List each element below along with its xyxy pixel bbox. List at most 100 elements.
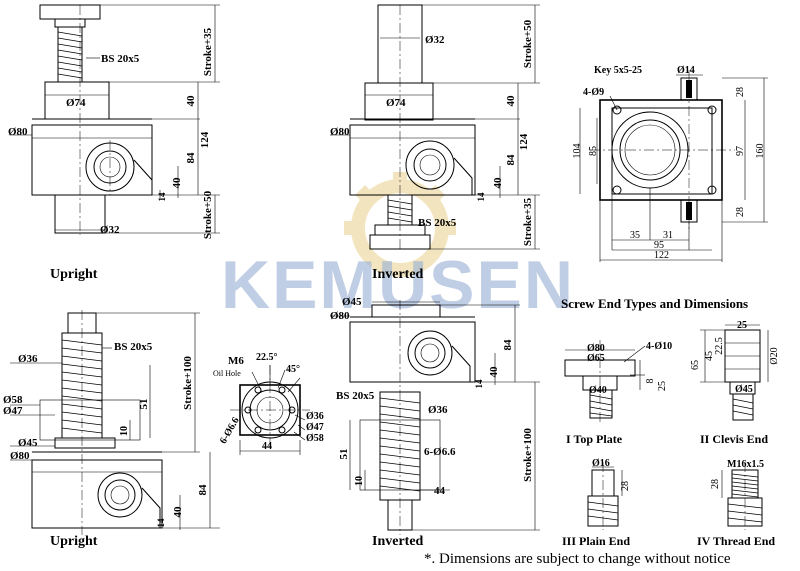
dim-40: 40	[488, 366, 500, 378]
clevis-end: 25 22.5 45 65 Ø20 Ø45 II Clevis End	[690, 320, 780, 446]
view-label: Inverted	[372, 267, 424, 282]
dim-45: 45	[704, 351, 715, 361]
dim-d45: Ø45	[342, 296, 362, 308]
dim-51: 51	[138, 399, 150, 410]
dim-28: 28	[735, 87, 746, 97]
dim-stroke: Stroke+50	[522, 19, 534, 68]
section-title: Screw End Types and Dimensions	[561, 296, 748, 311]
dim-40: 40	[171, 177, 183, 189]
dim-d74: Ø74	[386, 97, 406, 109]
upright-top-view: BS 20x5 Ø74 Ø80 Ø32 Stroke+35 Stroke+50 …	[8, 4, 220, 282]
bs-label: BS 20x5	[101, 53, 140, 65]
dim-40: 40	[172, 506, 184, 518]
bs-label: BS 20x5	[336, 390, 375, 402]
dim-35: 35	[630, 230, 640, 241]
dim-160: 160	[755, 144, 766, 159]
plain-end: Ø16 28 III Plain End	[562, 458, 631, 548]
dim-d80: Ø80	[587, 343, 605, 354]
angle-45: 45°	[286, 364, 300, 375]
dim-stroke: Stroke+100	[522, 428, 534, 482]
watermark-text: KEMUSEN	[221, 247, 575, 323]
dim-22-5: 22.5	[714, 337, 725, 355]
disclaimer-note: *. Dimensions are subject to change with…	[424, 551, 731, 567]
dim-85: 85	[588, 146, 599, 156]
screw-thread	[57, 26, 83, 83]
oil-hole-label: Oil Hole	[213, 369, 241, 378]
dim-d45: Ø45	[18, 437, 38, 449]
inverted-top-view: Ø32 Ø74 Ø80 BS 20x5 Stroke+50 Stroke+35 …	[330, 4, 540, 282]
dim-122: 122	[654, 250, 669, 261]
dim-8: 8	[645, 379, 656, 384]
dim-d36: Ø36	[428, 404, 448, 416]
dim-d80: Ø80	[330, 310, 350, 322]
dim-d47: Ø47	[306, 422, 324, 433]
upright-bottom-view: BS 20x5 Ø36 Ø58 Ø47 Ø45 Ø80 51 10 Stroke…	[3, 310, 220, 549]
dim-d80: Ø80	[10, 450, 30, 462]
dim-28: 28	[620, 481, 631, 491]
holes-label: 6-Ø6.6	[424, 446, 456, 458]
dim-95: 95	[654, 240, 664, 251]
dim-d16: Ø16	[592, 458, 610, 469]
dim-124: 124	[518, 133, 530, 150]
end-type-label: II Clevis End	[700, 432, 768, 446]
dim-d74: Ø74	[66, 97, 86, 109]
dim-d36: Ø36	[18, 353, 38, 365]
top-plate: Ø80 Ø65 4-Ø10 8 25 Ø40 I Top Plate	[564, 340, 672, 446]
holes-label: 6-Ø6.6	[218, 416, 242, 446]
dim-stroke: Stroke+35	[522, 197, 534, 246]
dim-14: 14	[156, 518, 166, 528]
dim-m16: M16x1.5	[727, 459, 764, 470]
bs-label: BS 20x5	[114, 341, 153, 353]
dim-d80: Ø80	[8, 126, 28, 138]
dim-stroke: Stroke+100	[182, 356, 194, 410]
bs-label: BS 20x5	[418, 217, 457, 229]
key-label: Key 5x5-25	[594, 65, 642, 76]
angle-22-5: 22.5°	[256, 352, 278, 363]
dim-65: 65	[690, 360, 701, 370]
screw-thread	[589, 389, 613, 419]
dim-31: 31	[663, 230, 673, 241]
dim-d80: Ø80	[330, 126, 350, 138]
dim-25: 25	[657, 381, 668, 391]
dim-d32: Ø32	[100, 224, 120, 236]
flange-view: M6 Oil Hole 22.5° 45° Ø36 Ø47 Ø58 6-Ø6.6…	[213, 352, 324, 455]
dim-97: 97	[735, 146, 746, 156]
dim-84: 84	[502, 339, 514, 351]
dim-40: 40	[505, 95, 517, 107]
dim-d14: Ø14	[677, 65, 695, 76]
dim-stroke: Stroke+50	[202, 190, 214, 239]
dim-44: 44	[434, 485, 446, 497]
dim-14: 14	[474, 379, 484, 389]
screw-thread	[732, 393, 754, 421]
holes-label: 4-Ø9	[583, 87, 604, 98]
end-type-label: III Plain End	[562, 534, 630, 548]
dim-d58: Ø58	[3, 394, 23, 406]
end-type-label: IV Thread End	[697, 534, 775, 548]
dim-d47: Ø47	[3, 405, 23, 417]
dim-25: 25	[737, 320, 747, 331]
dim-84: 84	[505, 154, 517, 166]
watermark: KEMUSEN	[221, 172, 575, 323]
thread-end: M16x1.5 28 IV Thread End	[697, 459, 775, 548]
view-label: Upright	[50, 534, 98, 549]
dim-10: 10	[119, 426, 130, 436]
dim-d65: Ø65	[587, 353, 605, 364]
dim-d20: Ø20	[769, 347, 780, 364]
view-label: Inverted	[372, 534, 424, 549]
m6-label: M6	[228, 355, 244, 367]
dim-44: 44	[262, 441, 272, 452]
dim-d36: Ø36	[306, 411, 324, 422]
dim-10: 10	[354, 476, 365, 486]
dim-d32: Ø32	[425, 34, 445, 46]
dim-84: 84	[197, 484, 209, 496]
dim-28: 28	[735, 207, 746, 217]
plan-view: Key 5x5-25 Ø14 4-Ø9 28 28 104 85 97 160 …	[572, 65, 768, 262]
dim-40: 40	[492, 177, 504, 189]
dim-14: 14	[476, 192, 486, 202]
view-label: Upright	[50, 267, 98, 282]
holes-label: 4-Ø10	[646, 341, 672, 352]
dim-40: 40	[185, 95, 197, 107]
dim-d45: Ø45	[735, 384, 753, 395]
dim-d40: Ø40	[589, 385, 607, 396]
